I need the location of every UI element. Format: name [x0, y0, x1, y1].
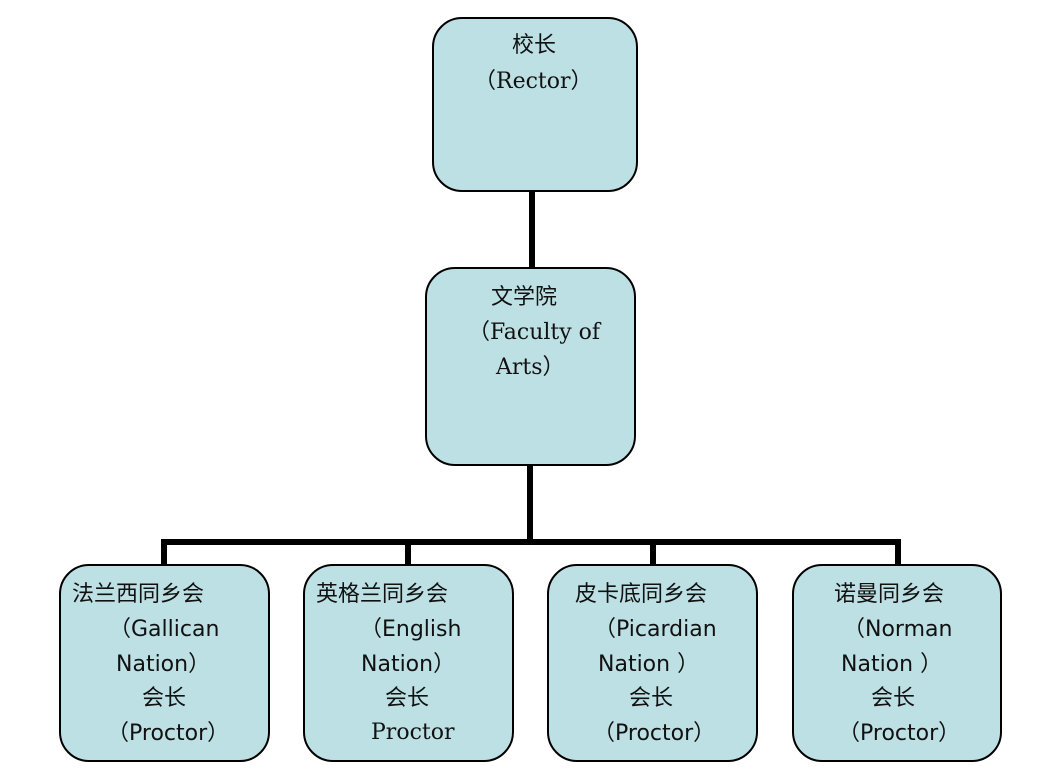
faculty-title-en-1: （Faculty of	[468, 320, 601, 345]
picardian-name-en-2: Nation ）	[598, 652, 700, 677]
gallican-name-zh: 法兰西同乡会	[72, 582, 205, 607]
norman-name-en-2: Nation ）	[841, 652, 943, 677]
faculty-title-zh: 文学院	[491, 285, 558, 310]
english-name-en-1: （English	[360, 617, 462, 642]
gallican-name-en-1: （Gallican	[109, 617, 220, 642]
connector-drop-gallican	[161, 539, 167, 566]
picardian-name-en-1: （Picardian	[594, 617, 717, 642]
connector-drop-norman	[895, 539, 901, 566]
norman-name-zh: 诺曼同乡会	[834, 582, 945, 607]
gallican-name-en-2: Nation）	[116, 652, 211, 677]
picardian-proctor-zh: 会长	[629, 686, 674, 711]
gallican-nation-node: 法兰西同乡会 （Gallican Nation） 会长 （Proctor）	[59, 564, 270, 762]
english-proctor-en: Proctor	[371, 720, 455, 745]
norman-proctor-zh: 会长	[871, 686, 916, 711]
norman-nation-node: 诺曼同乡会 （Norman Nation ） 会长 （Proctor）	[792, 564, 1002, 762]
rector-node: 校长 （Rector）	[432, 17, 638, 192]
gallican-proctor-en: （Proctor）	[107, 721, 230, 746]
connector-drop-english	[405, 539, 411, 566]
english-name-zh: 英格兰同乡会	[316, 582, 449, 607]
picardian-name-zh: 皮卡底同乡会	[575, 582, 708, 607]
norman-name-en-1: （Norman	[843, 617, 953, 642]
english-nation-node: 英格兰同乡会 （English Nation） 会长 Proctor	[303, 564, 514, 762]
connector-horizontal-bus	[161, 539, 901, 545]
rector-title-en: （Rector）	[474, 69, 593, 94]
connector-faculty-trunk	[527, 465, 533, 544]
english-proctor-zh: 会长	[385, 686, 430, 711]
faculty-title-en-2: Arts）	[496, 355, 565, 380]
norman-proctor-en: （Proctor）	[838, 721, 961, 746]
faculty-of-arts-node: 文学院 （Faculty of Arts）	[425, 267, 636, 466]
connector-drop-picardian	[650, 539, 656, 566]
connector-rector-faculty	[529, 191, 535, 269]
english-name-en-2: Nation）	[361, 652, 456, 677]
rector-title-zh: 校长	[512, 33, 557, 58]
gallican-proctor-zh: 会长	[142, 686, 187, 711]
picardian-proctor-en: （Proctor）	[593, 721, 716, 746]
picardian-nation-node: 皮卡底同乡会 （Picardian Nation ） 会长 （Proctor）	[547, 564, 758, 762]
